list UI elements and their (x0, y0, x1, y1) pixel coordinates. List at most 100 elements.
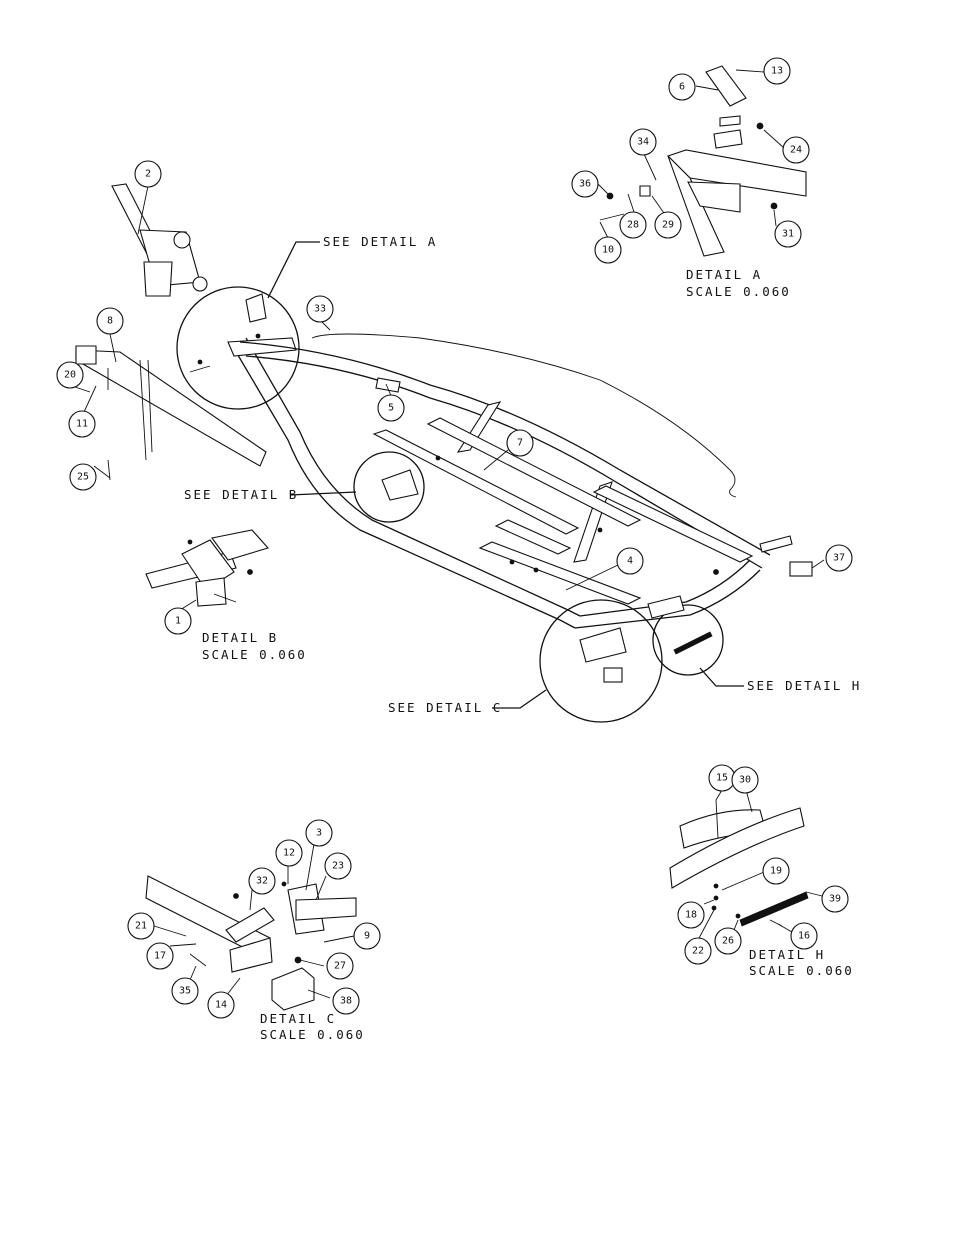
balloon-8: 8 (96, 307, 124, 335)
balloon-3: 3 (305, 819, 333, 847)
balloon-37: 37 (825, 544, 853, 572)
detail-h-scale: SCALE 0.060 (749, 963, 854, 978)
balloon-2: 2 (134, 160, 162, 188)
svg-text:34: 34 (637, 137, 649, 148)
svg-text:7: 7 (517, 438, 523, 449)
svg-text:31: 31 (782, 229, 794, 240)
svg-text:33: 33 (314, 304, 326, 315)
balloon-1: 1 (164, 607, 192, 635)
balloon-13: 13 (763, 57, 791, 85)
balloon-24: 24 (782, 136, 810, 164)
svg-text:32: 32 (256, 876, 268, 887)
see-detail-b-label: SEE DETAIL B (184, 487, 298, 502)
balloon-6: 6 (668, 73, 696, 101)
balloon-28: 28 (619, 211, 647, 239)
svg-text:13: 13 (771, 66, 783, 77)
detail-c-drawing (145, 875, 357, 1011)
balloon-33: 33 (306, 295, 334, 323)
balloon-35: 35 (171, 977, 199, 1005)
detail-h-drawing (669, 799, 809, 927)
svg-text:39: 39 (829, 894, 841, 905)
balloon-32: 32 (248, 867, 276, 895)
balloon-34: 34 (629, 128, 657, 156)
svg-text:19: 19 (770, 866, 782, 877)
svg-text:27: 27 (334, 961, 346, 972)
balloon-29: 29 (654, 211, 682, 239)
svg-text:30: 30 (739, 775, 751, 786)
detail-circles (176, 286, 724, 723)
balloon-18: 18 (677, 901, 705, 929)
svg-text:17: 17 (154, 951, 166, 962)
svg-text:1: 1 (175, 616, 181, 627)
svg-text:4: 4 (627, 556, 633, 567)
svg-text:24: 24 (790, 145, 802, 156)
svg-text:22: 22 (692, 946, 704, 957)
svg-text:6: 6 (679, 82, 685, 93)
balloon-36: 36 (571, 170, 599, 198)
detail-b-scale: SCALE 0.060 (202, 647, 307, 662)
svg-text:25: 25 (77, 472, 89, 483)
svg-text:36: 36 (579, 179, 591, 190)
balloon-16: 16 (790, 922, 818, 950)
svg-text:23: 23 (332, 861, 344, 872)
balloon-26: 26 (714, 927, 742, 955)
balloon-19: 19 (762, 857, 790, 885)
detail-b-title: DETAIL B (202, 630, 278, 645)
tongue-assembly (75, 345, 267, 481)
balloon-38: 38 (332, 987, 360, 1015)
see-detail-a-label: SEE DETAIL A (323, 234, 437, 249)
balloon-25: 25 (69, 463, 97, 491)
winch-stand (111, 183, 208, 297)
balloon-30: 30 (731, 766, 759, 794)
balloon-4: 4 (616, 547, 644, 575)
balloon-14: 14 (207, 991, 235, 1019)
detail-c-title: DETAIL C (260, 1011, 336, 1026)
balloon-22: 22 (684, 937, 712, 965)
balloon-7: 7 (506, 429, 534, 457)
svg-text:14: 14 (215, 1000, 227, 1011)
detail-a-drawing (599, 65, 807, 257)
svg-text:38: 38 (340, 996, 352, 1007)
svg-text:2: 2 (145, 169, 151, 180)
balloon-10: 10 (594, 236, 622, 264)
balloon-27: 27 (326, 952, 354, 980)
svg-text:12: 12 (283, 848, 295, 859)
see-detail-c-label: SEE DETAIL C (388, 700, 502, 715)
balloon-23: 23 (324, 852, 352, 880)
balloon-17: 17 (146, 942, 174, 970)
svg-text:26: 26 (722, 936, 734, 947)
balloon-15: 15 (708, 764, 736, 792)
svg-text:18: 18 (685, 910, 697, 921)
main-frame (227, 333, 813, 629)
svg-text:20: 20 (64, 370, 76, 381)
svg-text:10: 10 (602, 245, 614, 256)
balloon-20: 20 (56, 361, 84, 389)
svg-text:37: 37 (833, 553, 845, 564)
balloon-12: 12 (275, 839, 303, 867)
balloon-39: 39 (821, 885, 849, 913)
svg-text:35: 35 (179, 986, 191, 997)
svg-text:29: 29 (662, 220, 674, 231)
balloon-5: 5 (377, 394, 405, 422)
balloon-9: 9 (353, 922, 381, 950)
svg-text:11: 11 (76, 419, 88, 430)
detail-h-title: DETAIL H (749, 947, 825, 962)
svg-text:9: 9 (364, 931, 370, 942)
svg-text:8: 8 (107, 316, 113, 327)
balloon-11: 11 (68, 410, 96, 438)
svg-text:15: 15 (716, 773, 728, 784)
see-detail-h-label: SEE DETAIL H (747, 678, 861, 693)
callout-leaders (267, 241, 744, 709)
detail-b-drawing (145, 529, 269, 607)
balloon-31: 31 (774, 220, 802, 248)
balloon-21: 21 (127, 912, 155, 940)
svg-text:3: 3 (316, 828, 322, 839)
svg-text:16: 16 (798, 931, 810, 942)
detail-a-title: DETAIL A (686, 267, 762, 282)
detail-a-scale: SCALE 0.060 (686, 284, 791, 299)
svg-text:21: 21 (135, 921, 147, 932)
svg-text:28: 28 (627, 220, 639, 231)
svg-text:5: 5 (388, 403, 394, 414)
